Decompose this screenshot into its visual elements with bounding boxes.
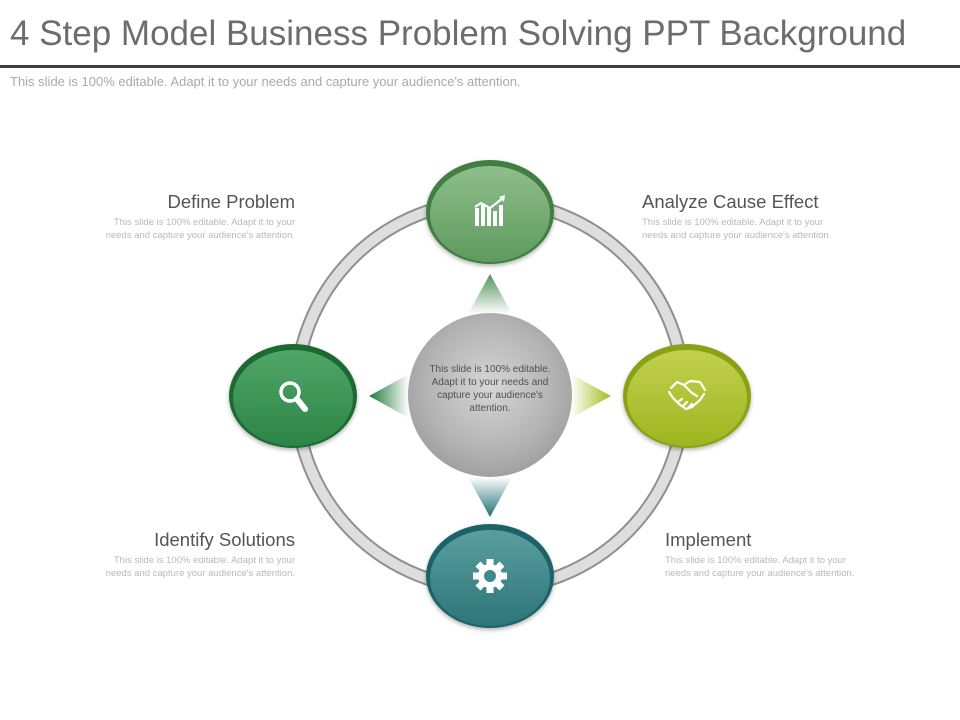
step-label-define: Define Problem This slide is 100% editab… [65, 191, 295, 242]
step-label-implement: Implement This slide is 100% editable. A… [665, 529, 895, 580]
bar-chart-growth-icon [474, 195, 505, 226]
magnifier-search-icon [279, 381, 308, 412]
gear-icon [473, 559, 507, 593]
step-description: This slide is 100% editable. Adapt it to… [105, 555, 295, 579]
step-node-define[interactable] [229, 344, 357, 448]
arrow-down [468, 477, 512, 517]
center-description: This slide is 100% editable. Adapt it to… [429, 364, 551, 414]
title-divider [0, 65, 960, 68]
arrow-up [468, 274, 512, 314]
slide-subtitle: This slide is 100% editable. Adapt it to… [10, 74, 521, 89]
step-description: This slide is 100% editable. Adapt it to… [105, 217, 295, 241]
step-description: This slide is 100% editable. Adapt it to… [642, 217, 832, 241]
step-node-implement[interactable] [623, 344, 751, 448]
step-description: This slide is 100% editable. Adapt it to… [665, 555, 855, 579]
step-heading: Identify Solutions [154, 529, 295, 550]
arrow-right [571, 374, 611, 418]
step-heading: Define Problem [167, 191, 295, 212]
arrow-left [369, 374, 409, 418]
center-circle [408, 313, 572, 477]
step-label-identify: Identify Solutions This slide is 100% ed… [65, 529, 295, 580]
slide-title: 4 Step Model Business Problem Solving PP… [10, 14, 907, 53]
step-heading: Implement [665, 529, 752, 550]
step-heading: Analyze Cause Effect [642, 191, 819, 212]
handshake-icon [667, 379, 707, 411]
step-label-analyze: Analyze Cause Effect This slide is 100% … [642, 191, 872, 242]
